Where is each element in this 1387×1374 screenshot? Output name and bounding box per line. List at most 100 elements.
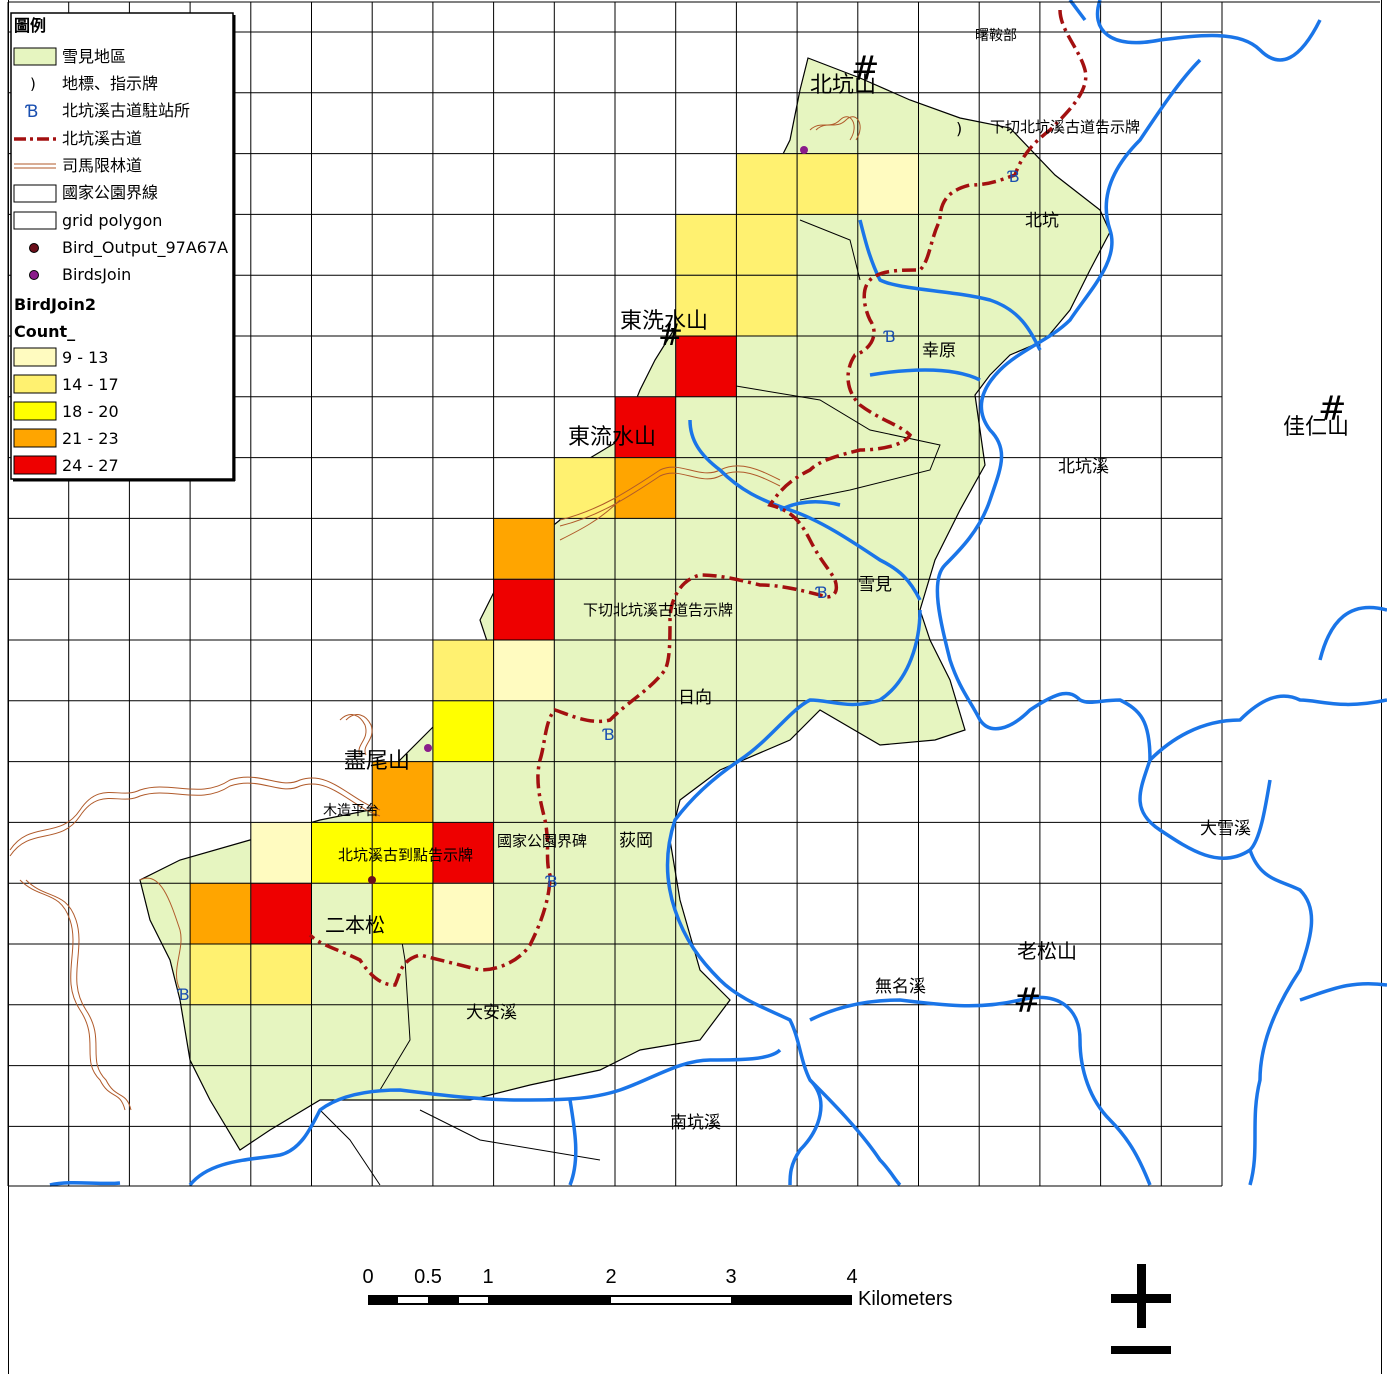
legend-item-5: 國家公園界線 bbox=[62, 183, 158, 202]
count-cell bbox=[736, 274, 798, 337]
birdjoin2-cells bbox=[189, 153, 919, 1006]
count-cell bbox=[189, 943, 252, 1006]
legend-class-swatch bbox=[13, 401, 57, 421]
legend-item-7: Bird_Output_97A67A bbox=[62, 238, 228, 258]
label-beikengshan: 北坑山 bbox=[810, 73, 876, 98]
count-cell bbox=[189, 882, 252, 945]
label-notice-top: 下切北坑溪古道告示牌 bbox=[990, 118, 1140, 136]
label-notice-low: 北坑溪古到點告示牌 bbox=[338, 846, 473, 864]
grid-box-icon bbox=[13, 211, 57, 230]
count-cell bbox=[250, 943, 312, 1006]
legend-class-swatch bbox=[13, 374, 57, 394]
count-cell bbox=[432, 639, 494, 702]
legend: 圖例 雪見地區 ) 地標、指示牌 Ɓ 北坑溪古道駐站所 北坑溪古道 司馬限林道 … bbox=[10, 12, 236, 482]
count-cell bbox=[493, 639, 555, 702]
birdsjoin-dot bbox=[424, 744, 432, 752]
label-rixiang: 日向 bbox=[678, 688, 712, 708]
legend-item-4: 司馬限林道 bbox=[62, 156, 142, 175]
legend-title: 圖例 bbox=[14, 16, 46, 35]
scale-tick-label: 0 bbox=[362, 1266, 373, 1288]
label-nankengxi: 南坑溪 bbox=[670, 1113, 721, 1133]
count-cell bbox=[614, 457, 677, 519]
landmark-icon: ) bbox=[30, 75, 36, 93]
legend-class-label: 18 - 20 bbox=[62, 402, 119, 421]
label-daxuexi: 大雪溪 bbox=[1200, 819, 1251, 839]
bird-output-dot-icon bbox=[29, 243, 39, 253]
legend-field-name: Count_ bbox=[14, 322, 75, 341]
count-cell bbox=[493, 578, 555, 641]
count-cell bbox=[736, 213, 798, 276]
station-icon: Ɓ bbox=[883, 327, 896, 346]
count-cell bbox=[675, 213, 737, 276]
legend-item-3: 北坑溪古道 bbox=[62, 129, 142, 148]
station-icon: Ɓ bbox=[815, 583, 828, 602]
label-muzaopingtai: 木造平台 bbox=[323, 803, 379, 819]
rivers bbox=[49, 0, 1387, 1187]
legend-area-swatch bbox=[13, 47, 57, 66]
forest-road bbox=[9, 116, 861, 1111]
legend-item-8: BirdsJoin bbox=[62, 265, 131, 284]
peak-hash-icon: # bbox=[851, 49, 880, 89]
legend-box bbox=[10, 12, 234, 480]
beikengxi-trail bbox=[308, 9, 1088, 987]
map-symbols: # # # # Ɓ Ɓ Ɓ Ɓ Ɓ Ɓ ) bbox=[177, 49, 1347, 1021]
legend-item-6: grid polygon bbox=[62, 211, 162, 230]
station-icon: Ɓ bbox=[177, 985, 190, 1004]
boundary-box-icon bbox=[13, 184, 57, 203]
legend-item-2: 北坑溪古道駐站所 bbox=[62, 101, 190, 120]
label-jinweishan: 盡尾山 bbox=[344, 749, 410, 774]
peak-hash-icon: # bbox=[1013, 981, 1042, 1021]
legend-class-label: 21 - 23 bbox=[62, 429, 119, 448]
count-cell bbox=[796, 153, 859, 215]
scale-tick-label: 2 bbox=[605, 1266, 616, 1288]
label-beikengxi: 北坑溪 bbox=[1058, 457, 1109, 477]
station-icon: Ɓ bbox=[25, 102, 39, 122]
scale-tick-label: 1 bbox=[482, 1266, 493, 1288]
legend-class-label: 24 - 27 bbox=[62, 456, 119, 475]
label-xuejian: 雪見 bbox=[858, 575, 892, 595]
count-cell bbox=[371, 882, 434, 945]
scale-tick-label: 4 bbox=[846, 1266, 857, 1288]
birdsjoin-dot-icon bbox=[29, 270, 39, 280]
count-cell bbox=[311, 822, 373, 884]
count-cell bbox=[250, 822, 312, 884]
map-labels: 曙鞍部 北坑山 下切北坑溪古道告示牌 北坑 東洗水山 幸原 佳仁山 東流水山 北… bbox=[323, 28, 1349, 1133]
label-daanxi: 大安溪 bbox=[466, 1003, 517, 1023]
legend-class-swatch bbox=[13, 347, 57, 367]
bird-output-dot bbox=[368, 876, 376, 884]
count-cell bbox=[857, 153, 919, 215]
legend-class-swatch bbox=[13, 428, 57, 448]
station-icon: Ɓ bbox=[1007, 167, 1020, 186]
label-jiarenshan: 佳仁山 bbox=[1283, 415, 1349, 440]
north-arrow-icon bbox=[1111, 1264, 1171, 1354]
label-laosongshan: 老松山 bbox=[1017, 939, 1077, 963]
count-cell bbox=[493, 518, 555, 580]
label-xingyuan: 幸原 bbox=[922, 341, 956, 361]
scale-bar-white-segment bbox=[459, 1297, 488, 1303]
peak-hash-icon: # bbox=[1318, 389, 1347, 429]
legend-layer-name: BirdJoin2 bbox=[14, 295, 96, 314]
scale-bar-white-segment bbox=[611, 1297, 731, 1303]
birdsjoin-dot bbox=[800, 146, 808, 154]
count-cell bbox=[432, 882, 494, 945]
count-cell bbox=[371, 761, 434, 823]
landmark-icon: ) bbox=[956, 119, 962, 138]
label-wumingxi: 無名溪 bbox=[875, 977, 926, 997]
label-shuxianbu: 曙鞍部 bbox=[975, 28, 1017, 44]
legend-item-0: 雪見地區 bbox=[62, 47, 126, 66]
station-icon: Ɓ bbox=[602, 725, 615, 744]
legend-item-1: 地標、指示牌 bbox=[62, 74, 158, 93]
station-icon: Ɓ bbox=[545, 872, 558, 891]
label-dongliushuishan: 東流水山 bbox=[568, 425, 656, 450]
scale-bar-white-segment bbox=[398, 1297, 428, 1303]
count-cell bbox=[736, 153, 798, 215]
legend-class-label: 9 - 13 bbox=[62, 348, 108, 367]
label-guojiagongyuanbei: 國家公園界碑 bbox=[497, 832, 587, 850]
label-dongdongshuishan: 東洗水山 bbox=[620, 309, 708, 334]
scale-bar-base bbox=[368, 1295, 852, 1305]
scale-tick-label: 0.5 bbox=[414, 1266, 442, 1288]
